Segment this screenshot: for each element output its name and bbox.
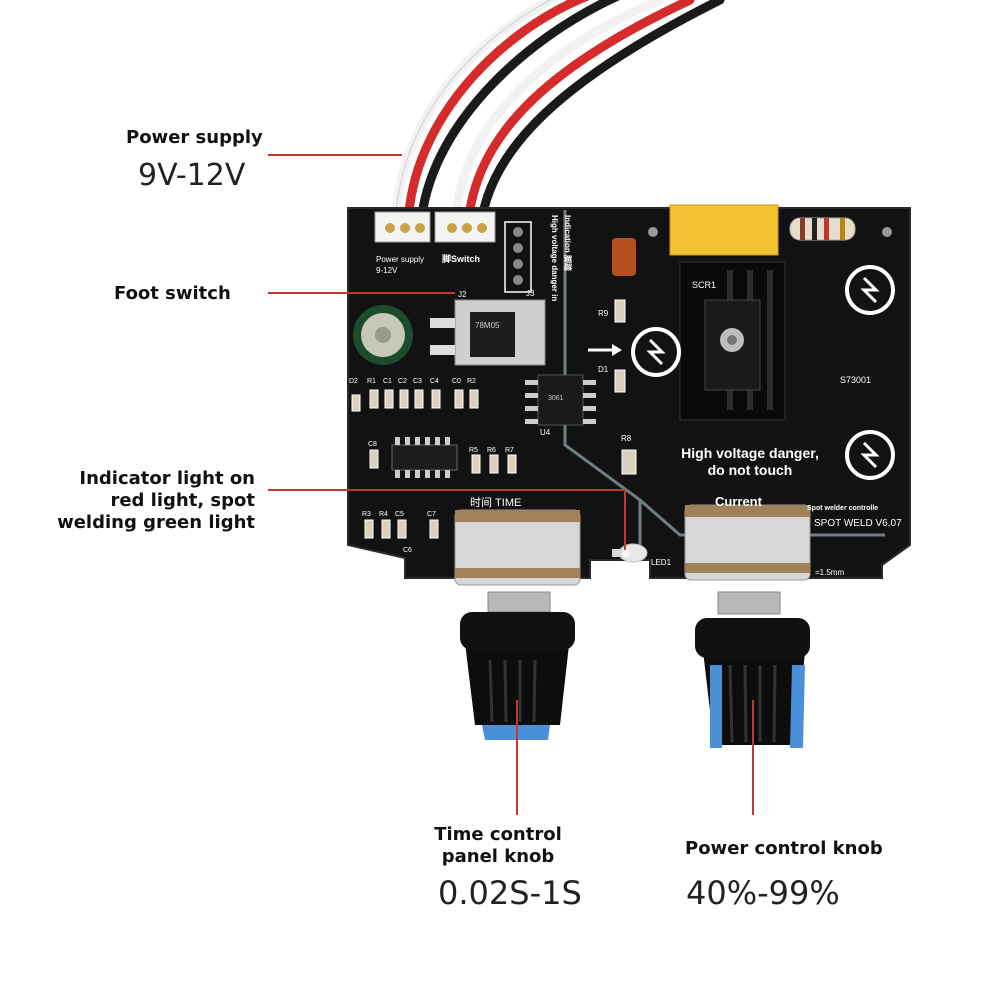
- hv-note-vertical1: High voltage danger in: [550, 215, 559, 301]
- d1-label: D1: [598, 365, 609, 374]
- version-label: SPOT WELD V6.07: [814, 518, 902, 529]
- indicator-line1: Indicator light on: [79, 468, 255, 489]
- svg-text:C1: C1: [383, 378, 392, 385]
- top-row-labels: D2 R1 C1 C2 C3 C4 C0 R2: [349, 378, 476, 385]
- hv-warning-line1: High voltage danger,: [681, 445, 819, 461]
- controller-label: Spot welder controlle: [807, 505, 878, 512]
- j3-header: [504, 221, 532, 293]
- svg-text:R1: R1: [367, 378, 376, 385]
- electrolytic-capacitor: [353, 305, 413, 365]
- power-wires: [390, 0, 725, 230]
- svg-text:C7: C7: [427, 511, 436, 518]
- power-knob-value: 40%-99%: [686, 874, 840, 912]
- callout-lines: [268, 154, 754, 815]
- white-connectors: [374, 211, 496, 243]
- svg-text:R4: R4: [379, 511, 388, 518]
- hv-note-vertical2: Indication 脚踏: [563, 215, 573, 272]
- time-knob-line2: panel knob: [441, 846, 555, 867]
- hv-warning-icons: [631, 265, 895, 480]
- c6-label: C6: [403, 547, 412, 554]
- regulator-label: 78M05: [475, 321, 500, 330]
- hv-warning-line2: do not touch: [708, 462, 793, 478]
- svg-text:R7: R7: [505, 447, 514, 454]
- power-supply-value: 9V-12V: [138, 158, 246, 193]
- power-knob-label: Power control knob: [685, 838, 883, 859]
- led-label: LED1: [651, 558, 672, 567]
- part-code: S73001: [840, 375, 871, 385]
- svg-text:C3: C3: [413, 378, 422, 385]
- indicator-line3: welding green light: [57, 512, 255, 533]
- time-label: 时间 TIME: [470, 496, 521, 509]
- svg-text:R3: R3: [362, 511, 371, 518]
- indicator-line2: red light, spot: [110, 490, 255, 511]
- r8-label: R8: [621, 434, 632, 443]
- time-knob-line1: Time control: [434, 824, 562, 845]
- power-resistor: [789, 217, 892, 241]
- thickness-label: =1.5mm: [815, 568, 844, 577]
- r9-label: R9: [598, 309, 609, 318]
- time-knob-value: 0.02S-1S: [438, 874, 582, 912]
- ic-chip: [525, 374, 596, 426]
- svg-text:C5: C5: [395, 511, 404, 518]
- silkscreen-text: Power supply 9-12V 脚Switch J2 J3 78M05 3…: [349, 215, 902, 577]
- svg-text:R6: R6: [487, 447, 496, 454]
- scr-heatsink: [679, 261, 786, 421]
- ceramic-capacitor: [612, 238, 636, 276]
- svg-text:R2: R2: [467, 378, 476, 385]
- j3-label: J3: [526, 289, 535, 298]
- time-potentiometer: [454, 509, 581, 740]
- j2-label: J2: [458, 290, 467, 299]
- u4-label: U4: [540, 428, 551, 437]
- foot-switch-label: Foot switch: [114, 283, 231, 304]
- power-supply-label: Power supply: [126, 127, 263, 148]
- smd-components: [351, 299, 637, 539]
- scr-label: SCR1: [692, 280, 716, 290]
- chip-label: 3061: [548, 395, 564, 402]
- pcb-traces: [563, 210, 885, 560]
- mid-row-labels: R5 R6 R7: [469, 447, 514, 454]
- current-potentiometer: [684, 504, 811, 748]
- svg-text:C0: C0: [452, 378, 461, 385]
- svg-text:C2: C2: [398, 378, 407, 385]
- soic-chip: [391, 437, 458, 478]
- connector1-sub: 9-12V: [376, 266, 398, 275]
- led-indicator: [612, 543, 648, 563]
- svg-text:C4: C4: [430, 378, 439, 385]
- bottom-row-labels: R3 R4 C5 C7: [362, 511, 436, 518]
- arrow-head: [612, 344, 622, 356]
- yellow-capacitor: [648, 204, 800, 256]
- c8-label: C8: [368, 441, 377, 448]
- connector1-label: Power supply: [376, 255, 424, 264]
- svg-text:R5: R5: [469, 447, 478, 454]
- connector2-label: 脚Switch: [442, 253, 480, 264]
- current-label: Current: [715, 494, 763, 509]
- svg-text:D2: D2: [349, 378, 358, 385]
- voltage-regulator: [430, 299, 546, 366]
